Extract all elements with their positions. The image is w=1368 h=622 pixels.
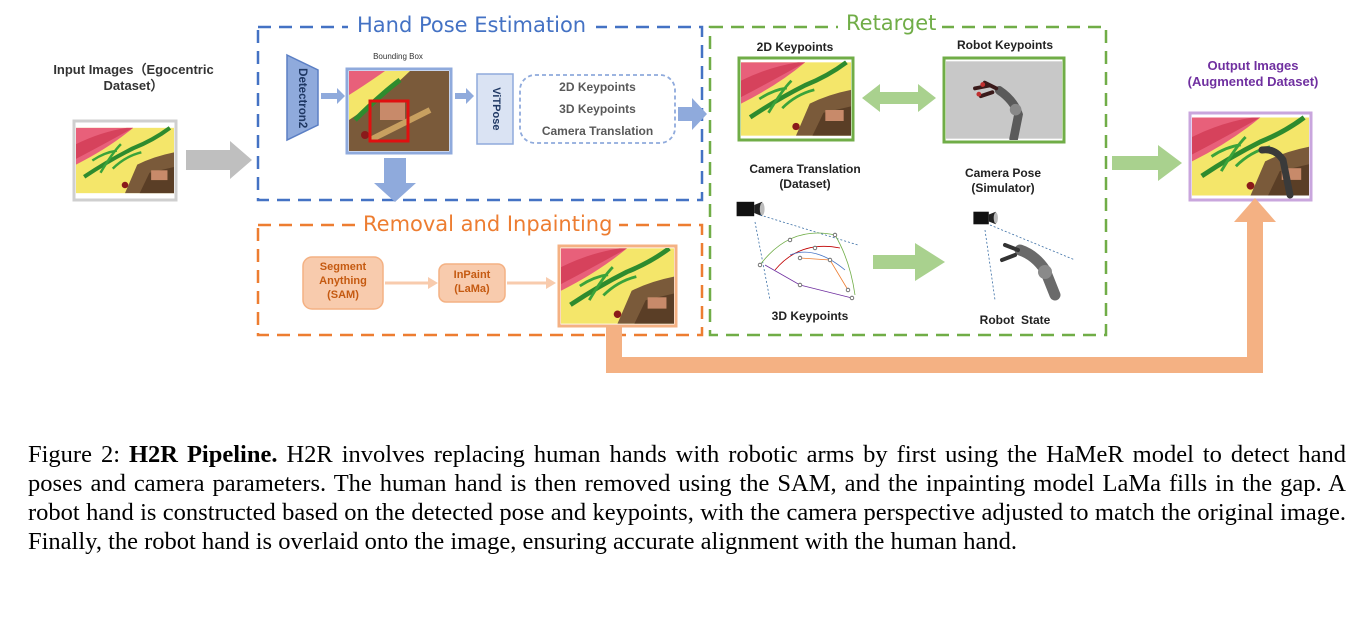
arrow-input-to-detector (186, 141, 252, 179)
camera-pose-label: Camera Pose (Simulator) (964, 166, 1042, 195)
arrow-to-simulator (873, 243, 945, 281)
pipeline-diagram: Hand Pose Estimation Removal and Inpaint… (53, 10, 1319, 373)
diagram-canvas (72, 25, 1313, 373)
pose-output-2d: 2D Keypoints (559, 80, 636, 94)
double-arrow-keypoints (862, 84, 936, 112)
keypoints-3d-label: 3D Keypoints (771, 309, 849, 323)
sam-block (302, 256, 384, 310)
sam-label: Segment Anything (SAM) (319, 261, 367, 301)
arrow-inpainted-to-output (606, 220, 1263, 373)
caption-prefix: Figure 2: (28, 441, 129, 468)
bounding-box (368, 99, 410, 143)
robot-state-render (984, 224, 1076, 301)
robot-keypoints-image (946, 61, 1062, 138)
detectron2-block (286, 53, 319, 142)
camera-icon (736, 201, 765, 217)
robot-keypoints-label: Robot Keypoints (957, 38, 1053, 52)
inpaint-label: InPaint (LaMa) (453, 269, 491, 295)
retarget-title: Retarget (846, 11, 937, 35)
output-image (1192, 118, 1309, 196)
arrow-pose-to-retarget (678, 98, 707, 130)
pose-output-cam: Camera Translation (541, 124, 654, 138)
vitpose-label: ViTPose (489, 87, 502, 131)
caption-text: H2R involves replacing human hands with … (28, 441, 1346, 555)
detectron2-label: Detectron2 (296, 68, 309, 129)
inpainted-image (561, 248, 674, 323)
hand-pose-title: Hand Pose Estimation (357, 13, 587, 37)
robot-state-label: Robot State (979, 313, 1051, 327)
caption-title: H2R Pipeline. (128, 441, 278, 468)
arrow-pose-to-removal (374, 158, 416, 202)
input-image (76, 128, 174, 193)
keypoints-3d-plot (754, 214, 859, 301)
inpaint-block (438, 263, 506, 303)
removal-title: Removal and Inpainting (363, 212, 613, 236)
sim-camera-icon (973, 211, 998, 225)
retarget-2d-keypoints-label: 2D Keypoints (756, 40, 834, 54)
bbox-caption: Bounding Box (373, 52, 423, 61)
figure-caption: Figure 2: H2R Pipeline. H2R involves rep… (28, 440, 1346, 556)
pose-outputs-box (519, 74, 676, 144)
camera-translation-label: Camera Translation (Dataset) (749, 162, 861, 191)
vitpose-block (476, 73, 514, 145)
output-images-label: Output Images (Augmented Dataset) (1187, 58, 1319, 90)
pose-output-3d: 3D Keypoints (559, 102, 636, 116)
bbox-image (349, 71, 449, 151)
arrow-retarget-to-output (1112, 145, 1182, 181)
input-images-label: Input Images（Egocentric Dataset） (53, 62, 214, 94)
keypoints-2d-image (741, 62, 851, 135)
